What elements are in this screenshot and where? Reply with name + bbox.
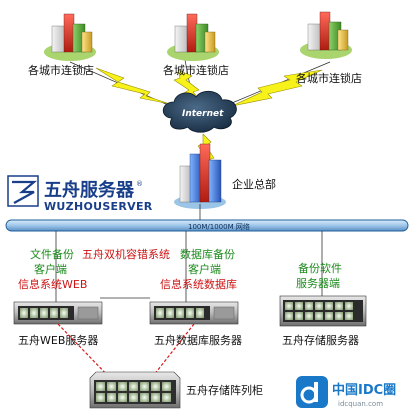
network-bus: 100M/1000M 网络 [5,219,409,232]
watermark-name: 中国IDC圈 [332,382,396,398]
store-left-label: 各城市连锁店 [28,63,94,77]
storage-array-label: 五舟存储阵列柜 [186,383,263,397]
store-center-label: 各城市连锁店 [163,63,229,77]
web-server-icon [13,301,103,325]
file-backup-label-2: 客户端 [34,262,67,276]
store-right-building-icon [300,11,352,59]
watermark-url: idcquan.com [338,400,383,408]
san-links [57,323,195,381]
storage-server-label: 五舟存储服务器 [282,333,359,347]
brand-name-en: WUZHOUSERVER [44,200,153,213]
info-db-label: 信息系统数据库 [160,277,237,291]
brand-registered-mark: ® [136,180,143,188]
brand-logo-icon [7,175,39,207]
hq-label: 企业总部 [232,177,276,191]
lightning-left-icon [95,67,171,105]
backup-sw-label-1: 备份软件 [298,261,342,275]
storage-array-icon [89,371,181,409]
watermark-logo-icon [296,376,328,408]
web-server-label: 五舟WEB服务器 [18,333,98,347]
storage-server-icon [279,295,367,327]
brand-logo: 五舟服务器 ® WUZHOUSERVER [7,175,153,213]
internet-cloud-icon [162,90,237,133]
brand-name-cn: 五舟服务器 [44,179,135,201]
store-center-building-icon [167,13,219,61]
store-left-building-icon [44,13,96,61]
hq-building-icon [174,143,226,209]
backup-sw-label-2: 服务器端 [296,277,340,290]
watermark: 中国IDC圈 idcquan.com [296,376,396,408]
db-backup-label-2: 客户端 [188,262,221,276]
internet-label: Internet [182,109,224,119]
db-backup-label-1: 数据库备份 [180,247,235,261]
db-server-label: 五舟数据库服务器 [154,333,242,347]
dual-hot-label: 五舟双机容错系统 [82,247,170,261]
db-server-icon [149,301,239,325]
file-backup-label-1: 文件备份 [30,247,74,261]
store-right-label: 各城市连锁店 [296,71,362,85]
bus-drops [55,231,323,304]
network-bus-label: 100M/1000M 网络 [188,222,250,231]
info-web-label: 信息系统WEB [18,277,87,291]
